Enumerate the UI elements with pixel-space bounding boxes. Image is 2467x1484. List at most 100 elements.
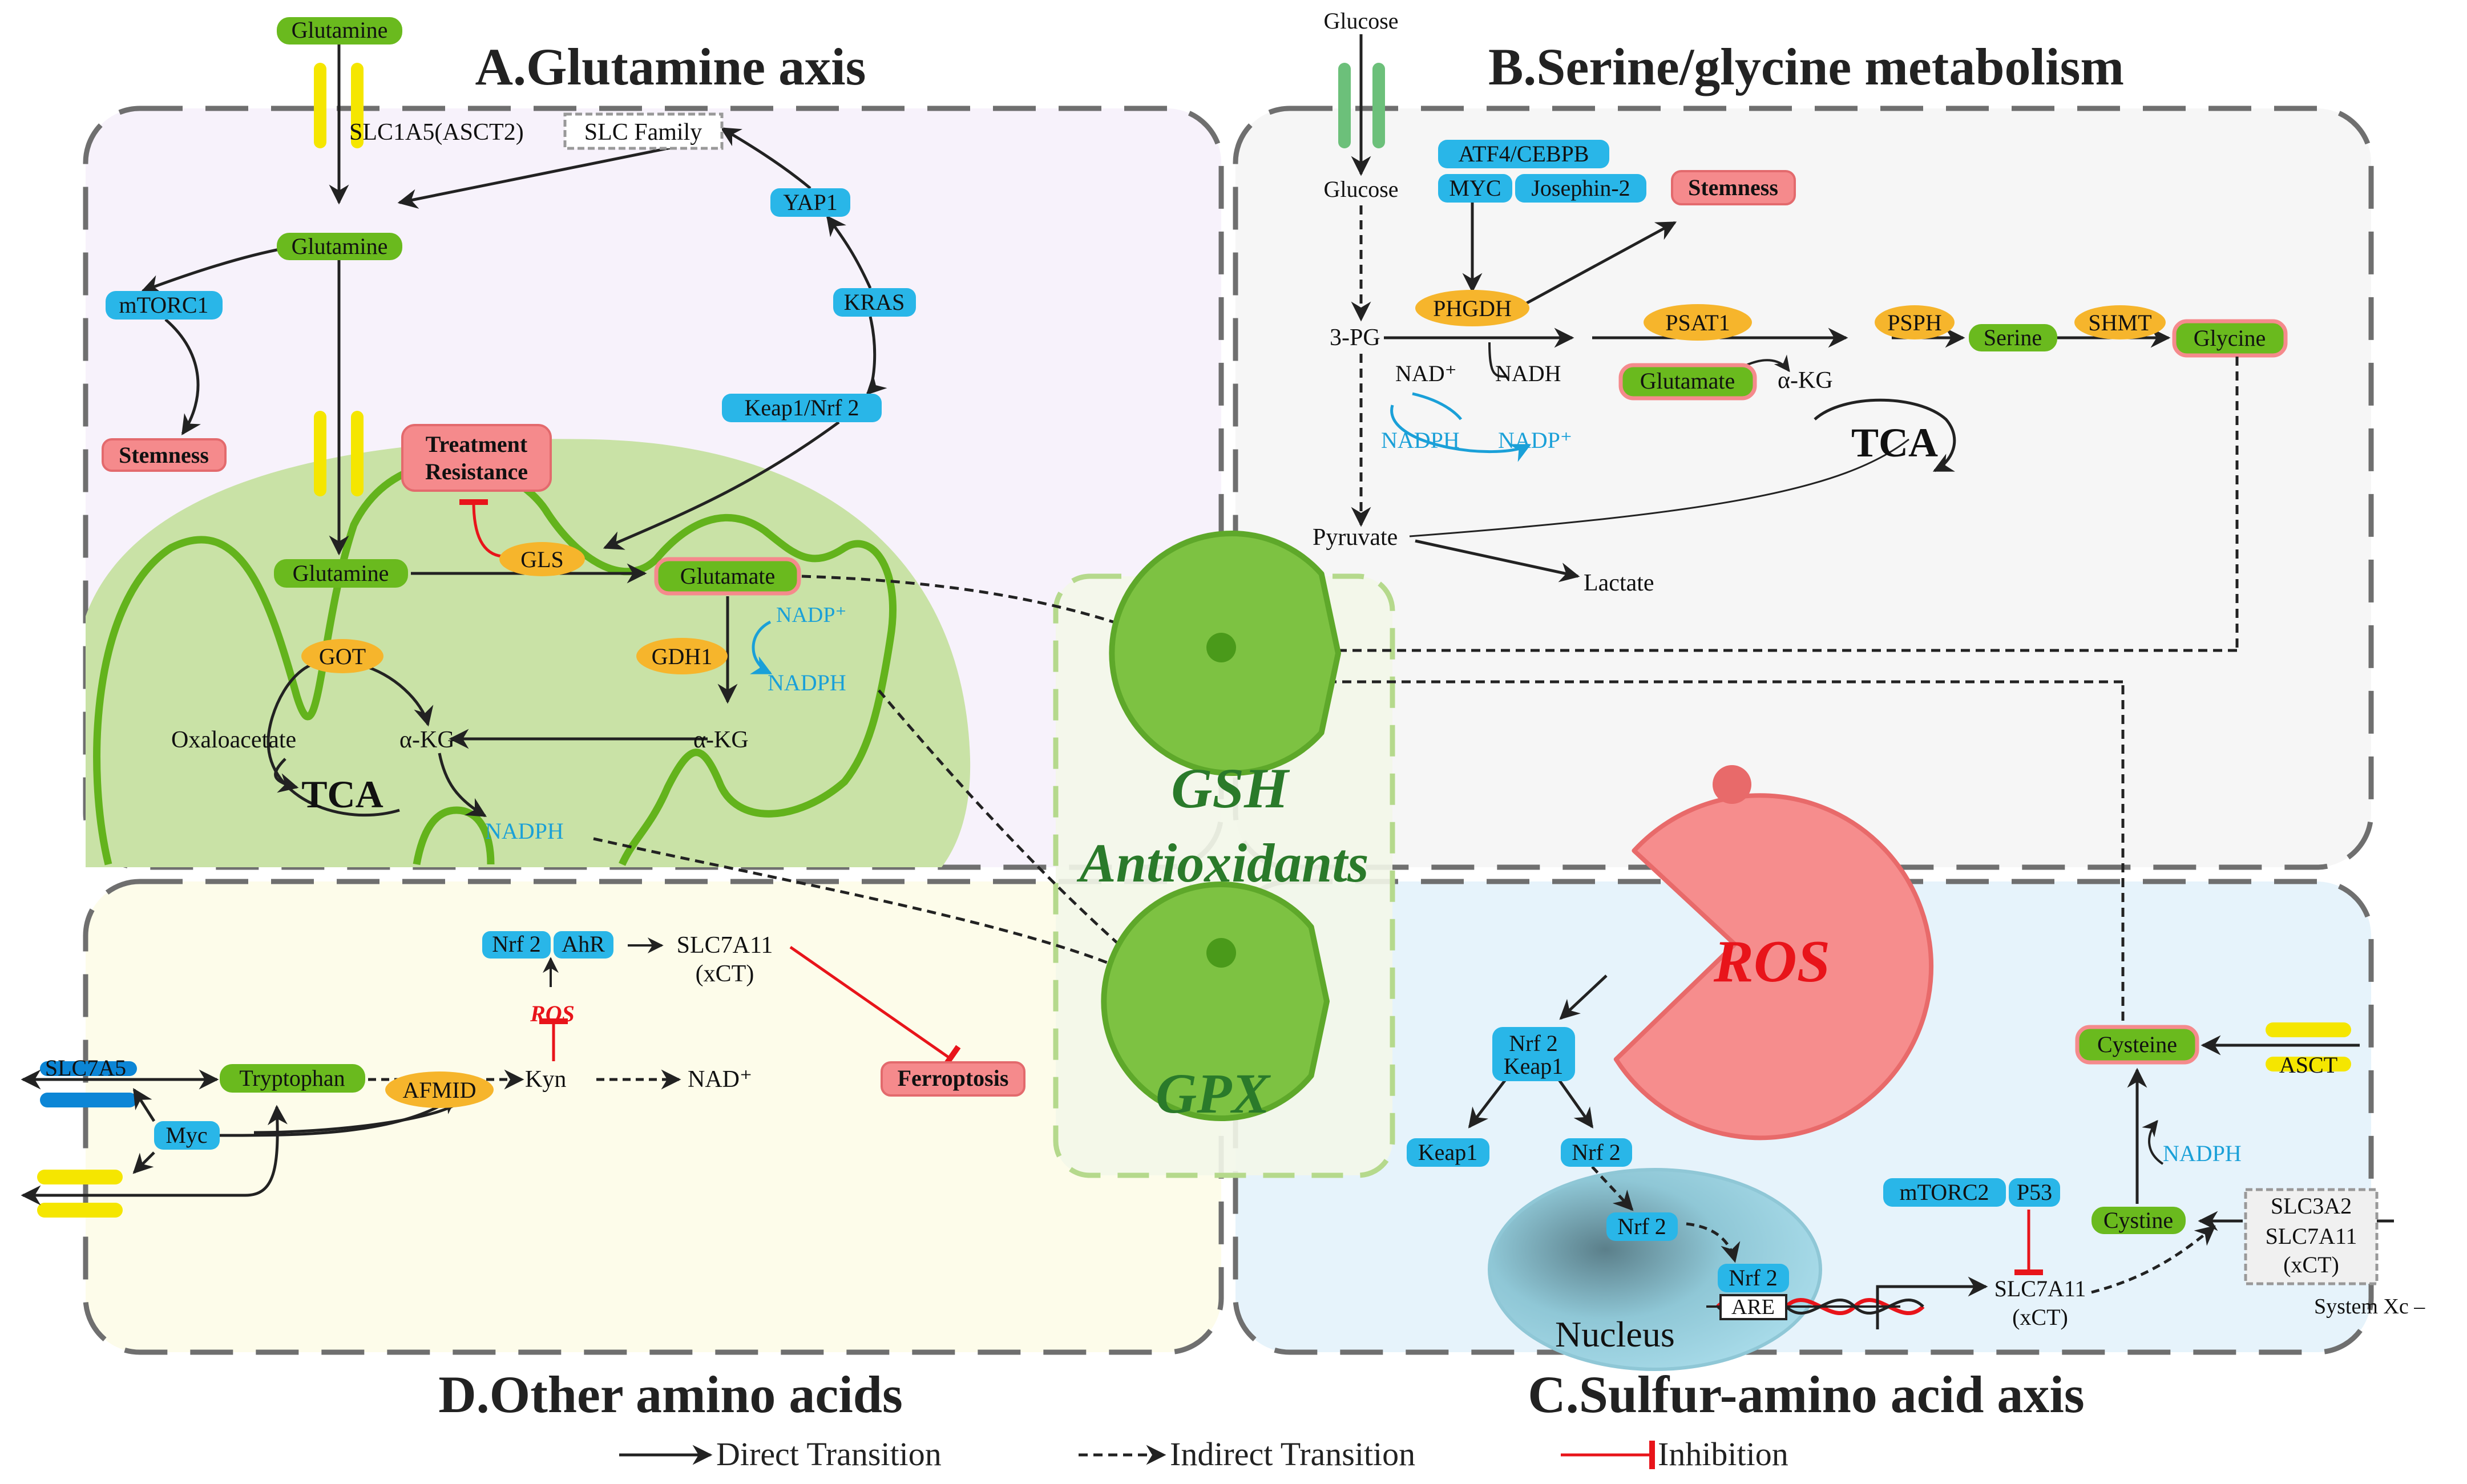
label-3pg: 3-PG	[1330, 325, 1380, 351]
label-nrf2-c1: Nrf 2	[1572, 1139, 1621, 1165]
label-slc7a11-d2: (xCT)	[696, 961, 754, 987]
label-nad-plus-d: NAD⁺	[688, 1066, 752, 1093]
node-stemness-a	[102, 438, 227, 472]
label-oxaloacetate: Oxaloacetate	[171, 727, 296, 753]
label-gpx: GPX	[1156, 1062, 1271, 1125]
node-ahr	[554, 931, 613, 959]
label-ros-c: ROS	[1713, 928, 1830, 994]
node-keap1-nrf2	[722, 394, 882, 422]
label-glycine: Glycine	[2194, 325, 2266, 351]
label-serine: Serine	[1984, 325, 2042, 350]
label-slc-family: SLC Family	[584, 119, 702, 145]
title-panel-a: A.Glutamine axis	[475, 38, 866, 96]
node-tryptophan	[220, 1064, 365, 1093]
label-nrf2-c2: Nrf 2	[1617, 1214, 1666, 1239]
node-glutamate-a	[654, 557, 801, 596]
label-slc1a5: SLC1A5(ASCT2)	[349, 119, 524, 145]
label-xct-t: (xCT)	[2283, 1252, 2339, 1277]
title-panel-c: C.Sulfur-amino acid axis	[1528, 1365, 2084, 1424]
node-atf4	[1438, 140, 1609, 168]
node-stemness-b	[1671, 170, 1796, 205]
node-gls	[499, 542, 585, 576]
label-akg-right: α-KG	[693, 727, 749, 753]
label-keap1-c: Keap1	[1418, 1139, 1477, 1165]
node-keap1-c	[1407, 1138, 1489, 1167]
label-are: ARE	[1731, 1295, 1775, 1319]
slc1a5-transporter-icon	[314, 63, 364, 148]
label-stemness-a: Stemness	[119, 442, 209, 468]
node-yap1	[770, 188, 850, 217]
label-ferroptosis: Ferroptosis	[898, 1065, 1009, 1091]
node-gdh1	[636, 638, 728, 674]
node-shmt	[2074, 305, 2166, 339]
label-nucleus: Nucleus	[1555, 1314, 1675, 1354]
label-afmid: AFMID	[403, 1077, 477, 1103]
label-mtorc2: mTORC2	[1899, 1179, 1989, 1205]
label-gls: GLS	[520, 547, 564, 572]
node-ferroptosis	[881, 1061, 1025, 1097]
legend-direct-label: Direct Transition	[716, 1436, 942, 1473]
node-glycine	[2172, 319, 2288, 358]
label-shmt: SHMT	[2088, 310, 2151, 335]
title-panel-d: D.Other amino acids	[438, 1365, 903, 1424]
label-psph: PSPH	[1887, 310, 1942, 335]
label-cysteine: Cysteine	[2097, 1032, 2177, 1057]
node-glutamate-b	[1618, 363, 1757, 401]
label-glutamine-mito: Glutamine	[293, 560, 389, 586]
label-nadph-c: NADPH	[2163, 1141, 2242, 1166]
label-glutamine-cyto: Glutamine	[292, 233, 388, 259]
label-akg-left: α-KG	[399, 727, 455, 753]
legend-indirect-label: Indirect Transition	[1170, 1436, 1415, 1473]
label-kras: KRAS	[844, 289, 905, 315]
label-treatment-2: Resistance	[425, 459, 528, 484]
node-glutamine-cyto	[277, 233, 402, 260]
node-psph	[1875, 305, 1955, 339]
node-nrf2-keap1	[1492, 1027, 1575, 1081]
label-phgdh: PHGDH	[1433, 296, 1512, 321]
label-nrf2-nucleus: Nrf 2	[1729, 1265, 1778, 1291]
label-akg-b: α-KG	[1778, 367, 1833, 394]
label-p53: P53	[2017, 1179, 2052, 1205]
label-slc7a11-d1: SLC7A11	[677, 932, 773, 959]
node-myc-d	[154, 1121, 220, 1150]
label-glucose-top: Glucose	[1323, 8, 1398, 34]
node-myc-b	[1438, 174, 1512, 203]
label-slc7a11-c2: (xCT)	[2012, 1304, 2068, 1330]
node-nrf2-c1	[1561, 1138, 1632, 1167]
panel-c: ROS Nucleus Nrf 2 Keap1 Keap1 Nrf 2	[1407, 765, 2425, 1371]
node-josephin	[1515, 174, 1646, 203]
node-mtorc1	[106, 291, 223, 320]
node-nrf2-nucleus	[1718, 1264, 1789, 1292]
label-nrf2-keap1-a: Nrf 2	[1509, 1030, 1558, 1056]
gpx-pacman-icon	[1101, 881, 1330, 1121]
label-glucose-in: Glucose	[1323, 176, 1398, 202]
node-psat1	[1644, 304, 1752, 341]
label-myc-b: MYC	[1449, 175, 1501, 201]
panel-a: Glutamine SLC1A5(ASCT2) SLC Family Gluta…	[102, 17, 916, 844]
label-lactate: Lactate	[1584, 570, 1654, 596]
mito-transporter-icon	[314, 411, 364, 496]
label-system-xc: System Xc –	[2314, 1295, 2425, 1319]
label-yap1: YAP1	[783, 189, 838, 215]
node-nrf2-c2	[1606, 1212, 1678, 1241]
panel-b: Glucose Glucose ATF4/CEBPB MYC Josephin-…	[1313, 8, 2288, 596]
label-asct: ASCT	[2279, 1052, 2337, 1078]
node-kras	[833, 288, 916, 317]
title-panel-b: B.Serine/glycine metabolism	[1488, 38, 2124, 96]
label-tca-b: TCA	[1851, 420, 1938, 466]
panel-d: SLC7A5 Tryptophan Myc AFMID Kyn NAD⁺ ROS…	[21, 931, 1025, 1218]
gsh-pacman-icon	[1109, 531, 1341, 776]
label-nad-plus-b: NAD⁺	[1395, 361, 1457, 386]
label-ahr: AhR	[562, 931, 605, 957]
label-kyn: Kyn	[525, 1066, 566, 1093]
label-ros-d: ROS	[530, 1001, 575, 1026]
node-nrf2-d	[482, 931, 551, 959]
panel-d-box	[83, 879, 1224, 1355]
node-afmid	[385, 1071, 494, 1108]
panel-b-box	[1233, 106, 2374, 870]
label-pyruvate: Pyruvate	[1313, 524, 1398, 551]
label-glutamine-top: Glutamine	[292, 17, 388, 43]
label-glutamate-b: Glutamate	[1640, 368, 1735, 394]
slc7a5-transporter-icon	[40, 1061, 137, 1107]
